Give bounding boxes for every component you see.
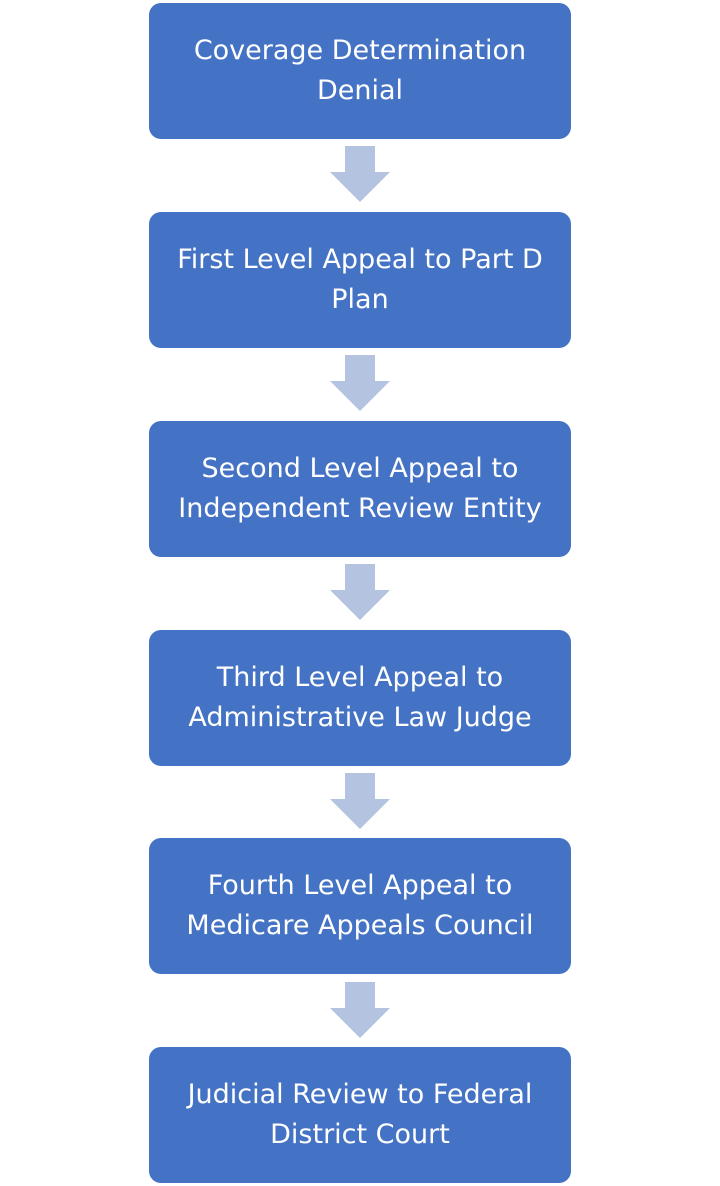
step-label: Second Level Appeal to Independent Revie… bbox=[178, 453, 542, 524]
step-second-level-appeal: Second Level Appeal to Independent Revie… bbox=[149, 421, 571, 557]
step-label: Coverage Determination Denial bbox=[193, 35, 527, 106]
down-arrow-icon bbox=[330, 982, 390, 1038]
down-arrow-icon bbox=[330, 355, 390, 411]
step-label: Fourth Level Appeal to Medicare Appeals … bbox=[186, 870, 534, 941]
step-label: Third Level Appeal to Administrative Law… bbox=[188, 662, 532, 733]
down-arrow-icon bbox=[330, 773, 390, 829]
step-third-level-appeal: Third Level Appeal to Administrative Law… bbox=[149, 630, 571, 766]
step-fourth-level-appeal: Fourth Level Appeal to Medicare Appeals … bbox=[149, 838, 571, 974]
down-arrow-icon bbox=[330, 564, 390, 620]
step-label: First Level Appeal to Part D Plan bbox=[177, 244, 543, 315]
step-first-level-appeal: First Level Appeal to Part D Plan bbox=[149, 212, 571, 348]
step-coverage-determination-denial: Coverage Determination Denial bbox=[149, 3, 571, 139]
step-judicial-review: Judicial Review to Federal District Cour… bbox=[149, 1047, 571, 1183]
step-label: Judicial Review to Federal District Cour… bbox=[187, 1079, 533, 1150]
down-arrow-icon bbox=[330, 146, 390, 202]
